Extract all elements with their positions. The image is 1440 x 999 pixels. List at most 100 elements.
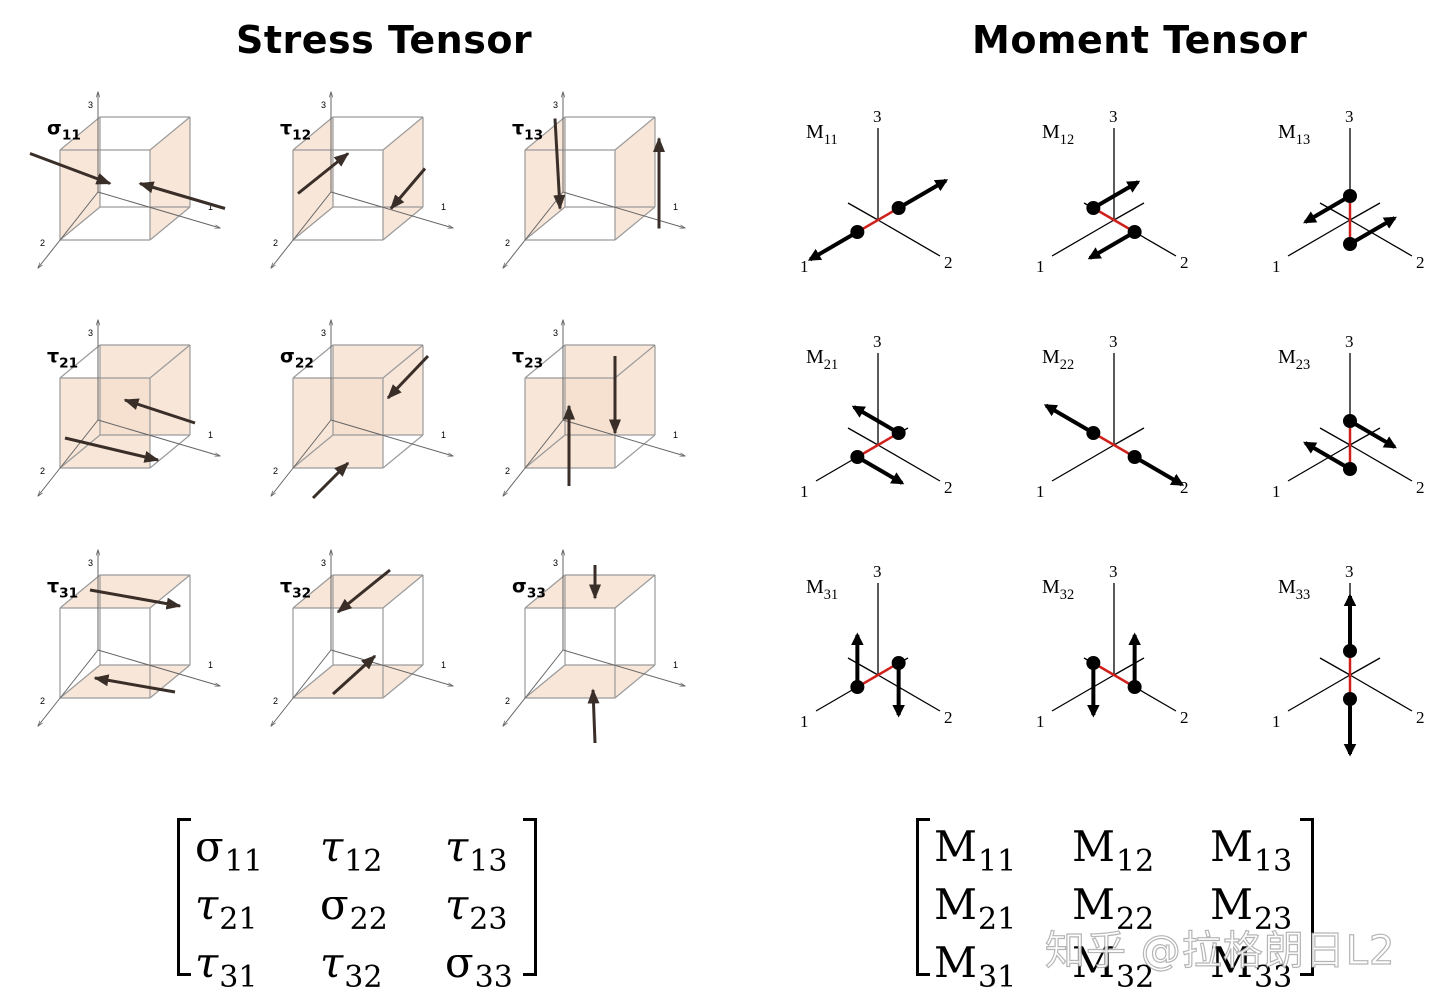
axis-label-1: 1 bbox=[208, 660, 213, 670]
axis-label-3: 3 bbox=[1109, 107, 1118, 126]
axis-1-neg bbox=[1113, 202, 1145, 221]
force-arrow bbox=[311, 461, 350, 500]
force-point bbox=[1343, 237, 1357, 251]
axis-label-3: 3 bbox=[553, 100, 558, 110]
force-point bbox=[1343, 414, 1357, 428]
stress-face bbox=[615, 117, 655, 240]
axis-2-neg bbox=[1319, 427, 1351, 446]
axis-1 bbox=[1287, 219, 1351, 257]
matrix-subscript: 22 bbox=[349, 902, 388, 937]
axis-label-3: 3 bbox=[88, 328, 93, 338]
axis-label-3: 3 bbox=[553, 558, 558, 568]
axis-1-neg bbox=[1113, 657, 1145, 676]
stress-label-31: τ31 bbox=[47, 575, 78, 602]
force-arrow bbox=[89, 588, 182, 610]
cube-edge bbox=[382, 664, 424, 699]
matrix-symbol: M bbox=[934, 938, 978, 987]
axis-label-3: 3 bbox=[873, 562, 882, 581]
axis-1 bbox=[1051, 219, 1115, 257]
axis-2 bbox=[503, 419, 564, 496]
force-arrow bbox=[897, 178, 949, 210]
force-arrow bbox=[1133, 455, 1185, 487]
cube-edge bbox=[614, 206, 656, 241]
lever-arm bbox=[1092, 431, 1136, 459]
moment-label-13: M13 bbox=[1278, 121, 1310, 148]
matrix-subscript: 21 bbox=[219, 902, 258, 937]
matrix-subscript: 23 bbox=[1254, 902, 1293, 937]
axis-label-1: 1 bbox=[1036, 482, 1045, 501]
matrix-symbol: M bbox=[934, 822, 978, 871]
matrix-right-bracket bbox=[523, 818, 537, 976]
matrix-right-bracket bbox=[1300, 818, 1314, 976]
force-point bbox=[1127, 450, 1142, 464]
matrix-entry-33: σ33 bbox=[445, 934, 570, 995]
moment-label-11: M11 bbox=[806, 121, 838, 148]
matrix-subscript: 13 bbox=[469, 844, 508, 879]
axis-2 bbox=[38, 649, 99, 726]
force-point bbox=[891, 201, 906, 215]
cube-edge bbox=[59, 116, 101, 151]
cube-edge bbox=[59, 206, 101, 241]
force-arrow bbox=[856, 455, 905, 485]
cube-edge bbox=[149, 116, 191, 151]
force-point bbox=[1343, 189, 1357, 203]
cube-edge bbox=[614, 664, 656, 699]
axis-label-2: 2 bbox=[273, 238, 278, 248]
cube-edge bbox=[149, 206, 191, 241]
axis-label-3: 3 bbox=[1345, 332, 1354, 351]
axis-label-2: 2 bbox=[273, 696, 278, 706]
stress-label-21: τ21 bbox=[47, 345, 78, 372]
force-point bbox=[1127, 225, 1142, 239]
axis-label-2: 2 bbox=[40, 238, 45, 248]
cube-edge bbox=[292, 434, 334, 469]
stress-label-22: σ22 bbox=[280, 345, 314, 372]
force-arrow bbox=[807, 230, 859, 262]
axis-label-3: 3 bbox=[88, 100, 93, 110]
axis-2-neg bbox=[1319, 657, 1351, 676]
cube-edge bbox=[614, 116, 656, 151]
matrix-entry-21: τ21 bbox=[195, 876, 320, 937]
axis-label-2: 2 bbox=[1416, 708, 1425, 727]
matrix-symbol: τ bbox=[445, 822, 469, 871]
force-arrow bbox=[587, 688, 600, 744]
axis-2 bbox=[1349, 444, 1413, 482]
matrix-entry-13: M13 bbox=[1210, 818, 1348, 879]
axis-label-2: 2 bbox=[1180, 253, 1189, 272]
force-arrow bbox=[389, 167, 427, 210]
cube-edge bbox=[149, 344, 191, 379]
axis-label-3: 3 bbox=[88, 558, 93, 568]
axis-label-1: 1 bbox=[208, 430, 213, 440]
axis-label-3: 3 bbox=[321, 558, 326, 568]
cube-edge bbox=[614, 434, 656, 469]
force-arrow bbox=[93, 674, 176, 694]
matrix-entry-32: M32 bbox=[1072, 934, 1210, 995]
cube-edge bbox=[524, 434, 566, 469]
axis-1 bbox=[97, 649, 220, 686]
cube-edge bbox=[292, 206, 334, 241]
cube-edge bbox=[382, 434, 424, 469]
axis-label-1: 1 bbox=[441, 202, 446, 212]
force-arrow bbox=[123, 398, 196, 425]
axis-label-2: 2 bbox=[1416, 253, 1425, 272]
axis-2 bbox=[1349, 219, 1413, 257]
stress-label-11: σ11 bbox=[47, 117, 81, 144]
matrix-subscript: 12 bbox=[344, 844, 383, 879]
axis-label-3: 3 bbox=[321, 328, 326, 338]
axis-2 bbox=[38, 191, 99, 268]
matrix-entry-31: τ31 bbox=[195, 934, 320, 995]
moment-label-21: M21 bbox=[806, 346, 838, 373]
force-arrow bbox=[1348, 419, 1397, 449]
cube-edge bbox=[524, 664, 566, 699]
stress-face bbox=[293, 117, 333, 240]
force-point bbox=[1343, 462, 1357, 476]
moment-label-32: M32 bbox=[1042, 576, 1074, 603]
